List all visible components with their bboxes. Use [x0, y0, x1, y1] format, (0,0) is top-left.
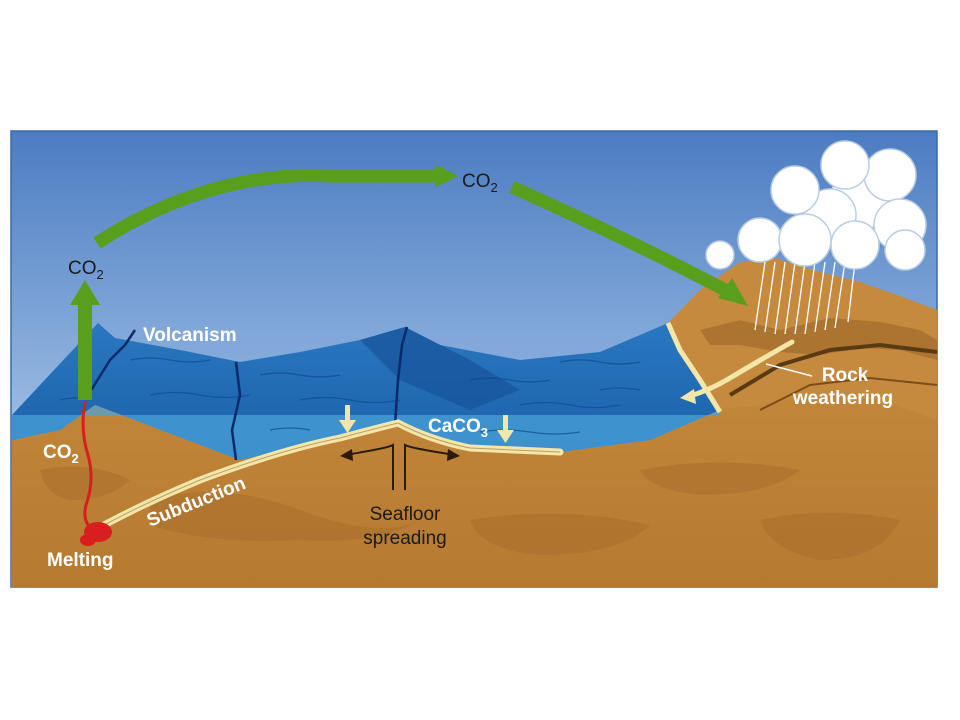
earth-texture [40, 462, 900, 560]
descending-co2-arrow [509, 181, 729, 296]
label-co2-top: CO2 [462, 171, 498, 195]
label-caco3: CaCO3 [428, 416, 488, 440]
ridge-shadow [360, 327, 520, 410]
deposition-arrows [339, 405, 514, 443]
co2-flow-arrows [70, 164, 748, 400]
mountain-shading [700, 318, 937, 360]
spreading-arrows [344, 443, 456, 490]
rising-co2-arrow [78, 300, 92, 400]
cloud [705, 140, 927, 271]
label-volcanism: Volcanism [143, 325, 237, 346]
rain-lines [754, 261, 856, 335]
label-rock: Rock [822, 365, 869, 386]
runoff-arrowhead [680, 389, 696, 404]
mountain-strata [728, 342, 938, 397]
label-co2-rising: CO2 [68, 258, 104, 282]
magma-conduit [81, 401, 94, 532]
weathering-runoff [687, 339, 795, 399]
wave-lines [59, 357, 641, 435]
ocean-front-layer [12, 405, 720, 460]
label-seafloor: Seafloor [370, 504, 441, 525]
label-weathering: weathering [792, 388, 893, 409]
atmospheric-co2-arc [93, 169, 438, 249]
shoreline [665, 321, 723, 414]
label-co2-mantle: CO2 [43, 442, 79, 466]
label-spreading: spreading [363, 528, 446, 549]
rock-weathering-leader [765, 363, 813, 377]
fissures [83, 326, 409, 461]
label-melting: Melting [47, 550, 114, 571]
